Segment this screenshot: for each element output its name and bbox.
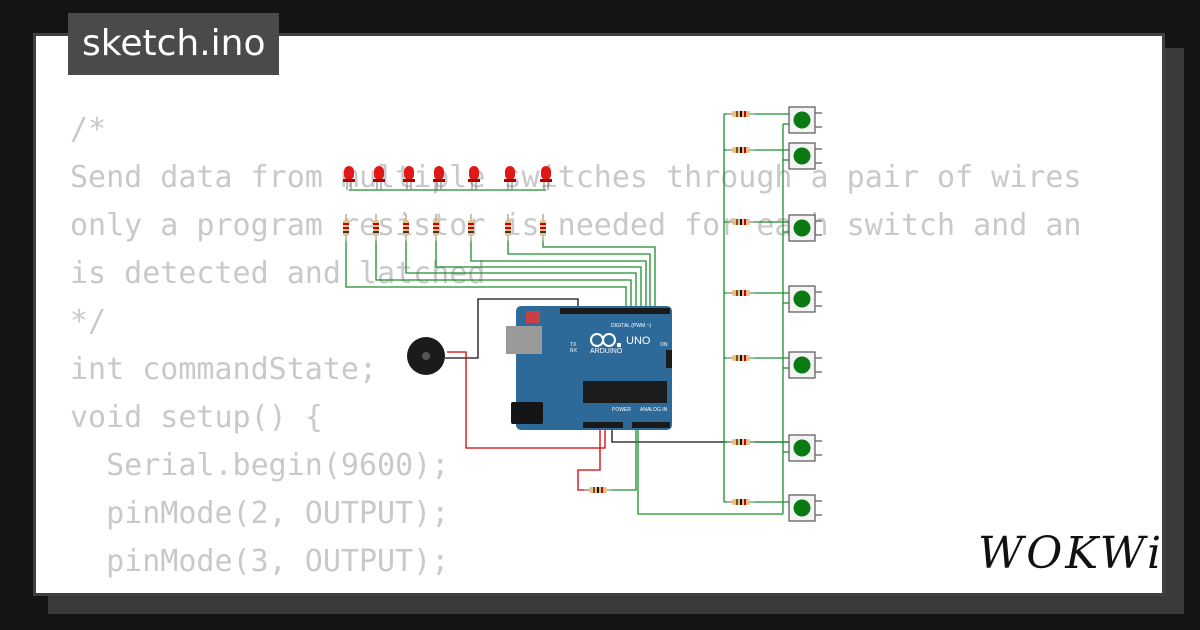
board-tx-label: TX — [570, 342, 577, 348]
led — [432, 165, 446, 191]
board-power-label: POWER — [612, 407, 631, 413]
led — [539, 165, 553, 191]
code-line: /* — [70, 112, 107, 147]
led — [503, 165, 517, 191]
code-line: void setup() { — [70, 400, 323, 435]
board-model-label: UNO — [626, 335, 651, 347]
code-line: Send data from multiple switches through… — [70, 160, 1082, 195]
dc-jack-icon — [511, 402, 543, 424]
arduino-uno-board: UNO ARDUINO DIGITAL (PWM ~) TX RX ON POW… — [506, 306, 672, 430]
code-line: pinMode(2, OUTPUT); — [70, 496, 450, 531]
code-line: Serial.begin(9600); — [70, 448, 450, 483]
code-line: pinMode(3, OUTPUT); — [70, 544, 450, 579]
push-button[interactable] — [788, 285, 823, 313]
led-resistors — [342, 213, 547, 243]
code-line: */ — [70, 304, 107, 339]
push-button[interactable] — [788, 351, 823, 379]
push-button[interactable] — [788, 434, 823, 462]
code-line: int commandState; — [70, 352, 378, 387]
board-rx-label: RX — [570, 348, 578, 354]
push-button[interactable] — [788, 142, 823, 170]
led — [402, 165, 416, 191]
board-digital-label: DIGITAL (PWM ~) — [611, 323, 651, 329]
file-title-tab[interactable]: sketch.ino — [68, 13, 280, 75]
push-button[interactable] — [788, 106, 823, 134]
led-array — [342, 165, 553, 191]
board-on-label: ON — [660, 342, 668, 348]
led — [372, 165, 386, 191]
board-brand-label: ARDUINO — [590, 348, 623, 355]
led-wires — [345, 189, 656, 310]
wokwi-logo[interactable]: WOKWi — [978, 528, 1165, 579]
piezo-buzzer-icon — [407, 337, 445, 375]
led — [342, 165, 356, 191]
power-wires — [447, 351, 606, 491]
board-analog-label: ANALOG IN — [640, 407, 668, 413]
push-button[interactable] — [788, 214, 823, 242]
usb-port-icon — [506, 326, 542, 354]
led — [467, 165, 481, 191]
push-button[interactable] — [788, 494, 823, 522]
push-buttons — [788, 106, 823, 522]
code-line: pinMode(4, OUTPUT); — [70, 586, 1081, 593]
